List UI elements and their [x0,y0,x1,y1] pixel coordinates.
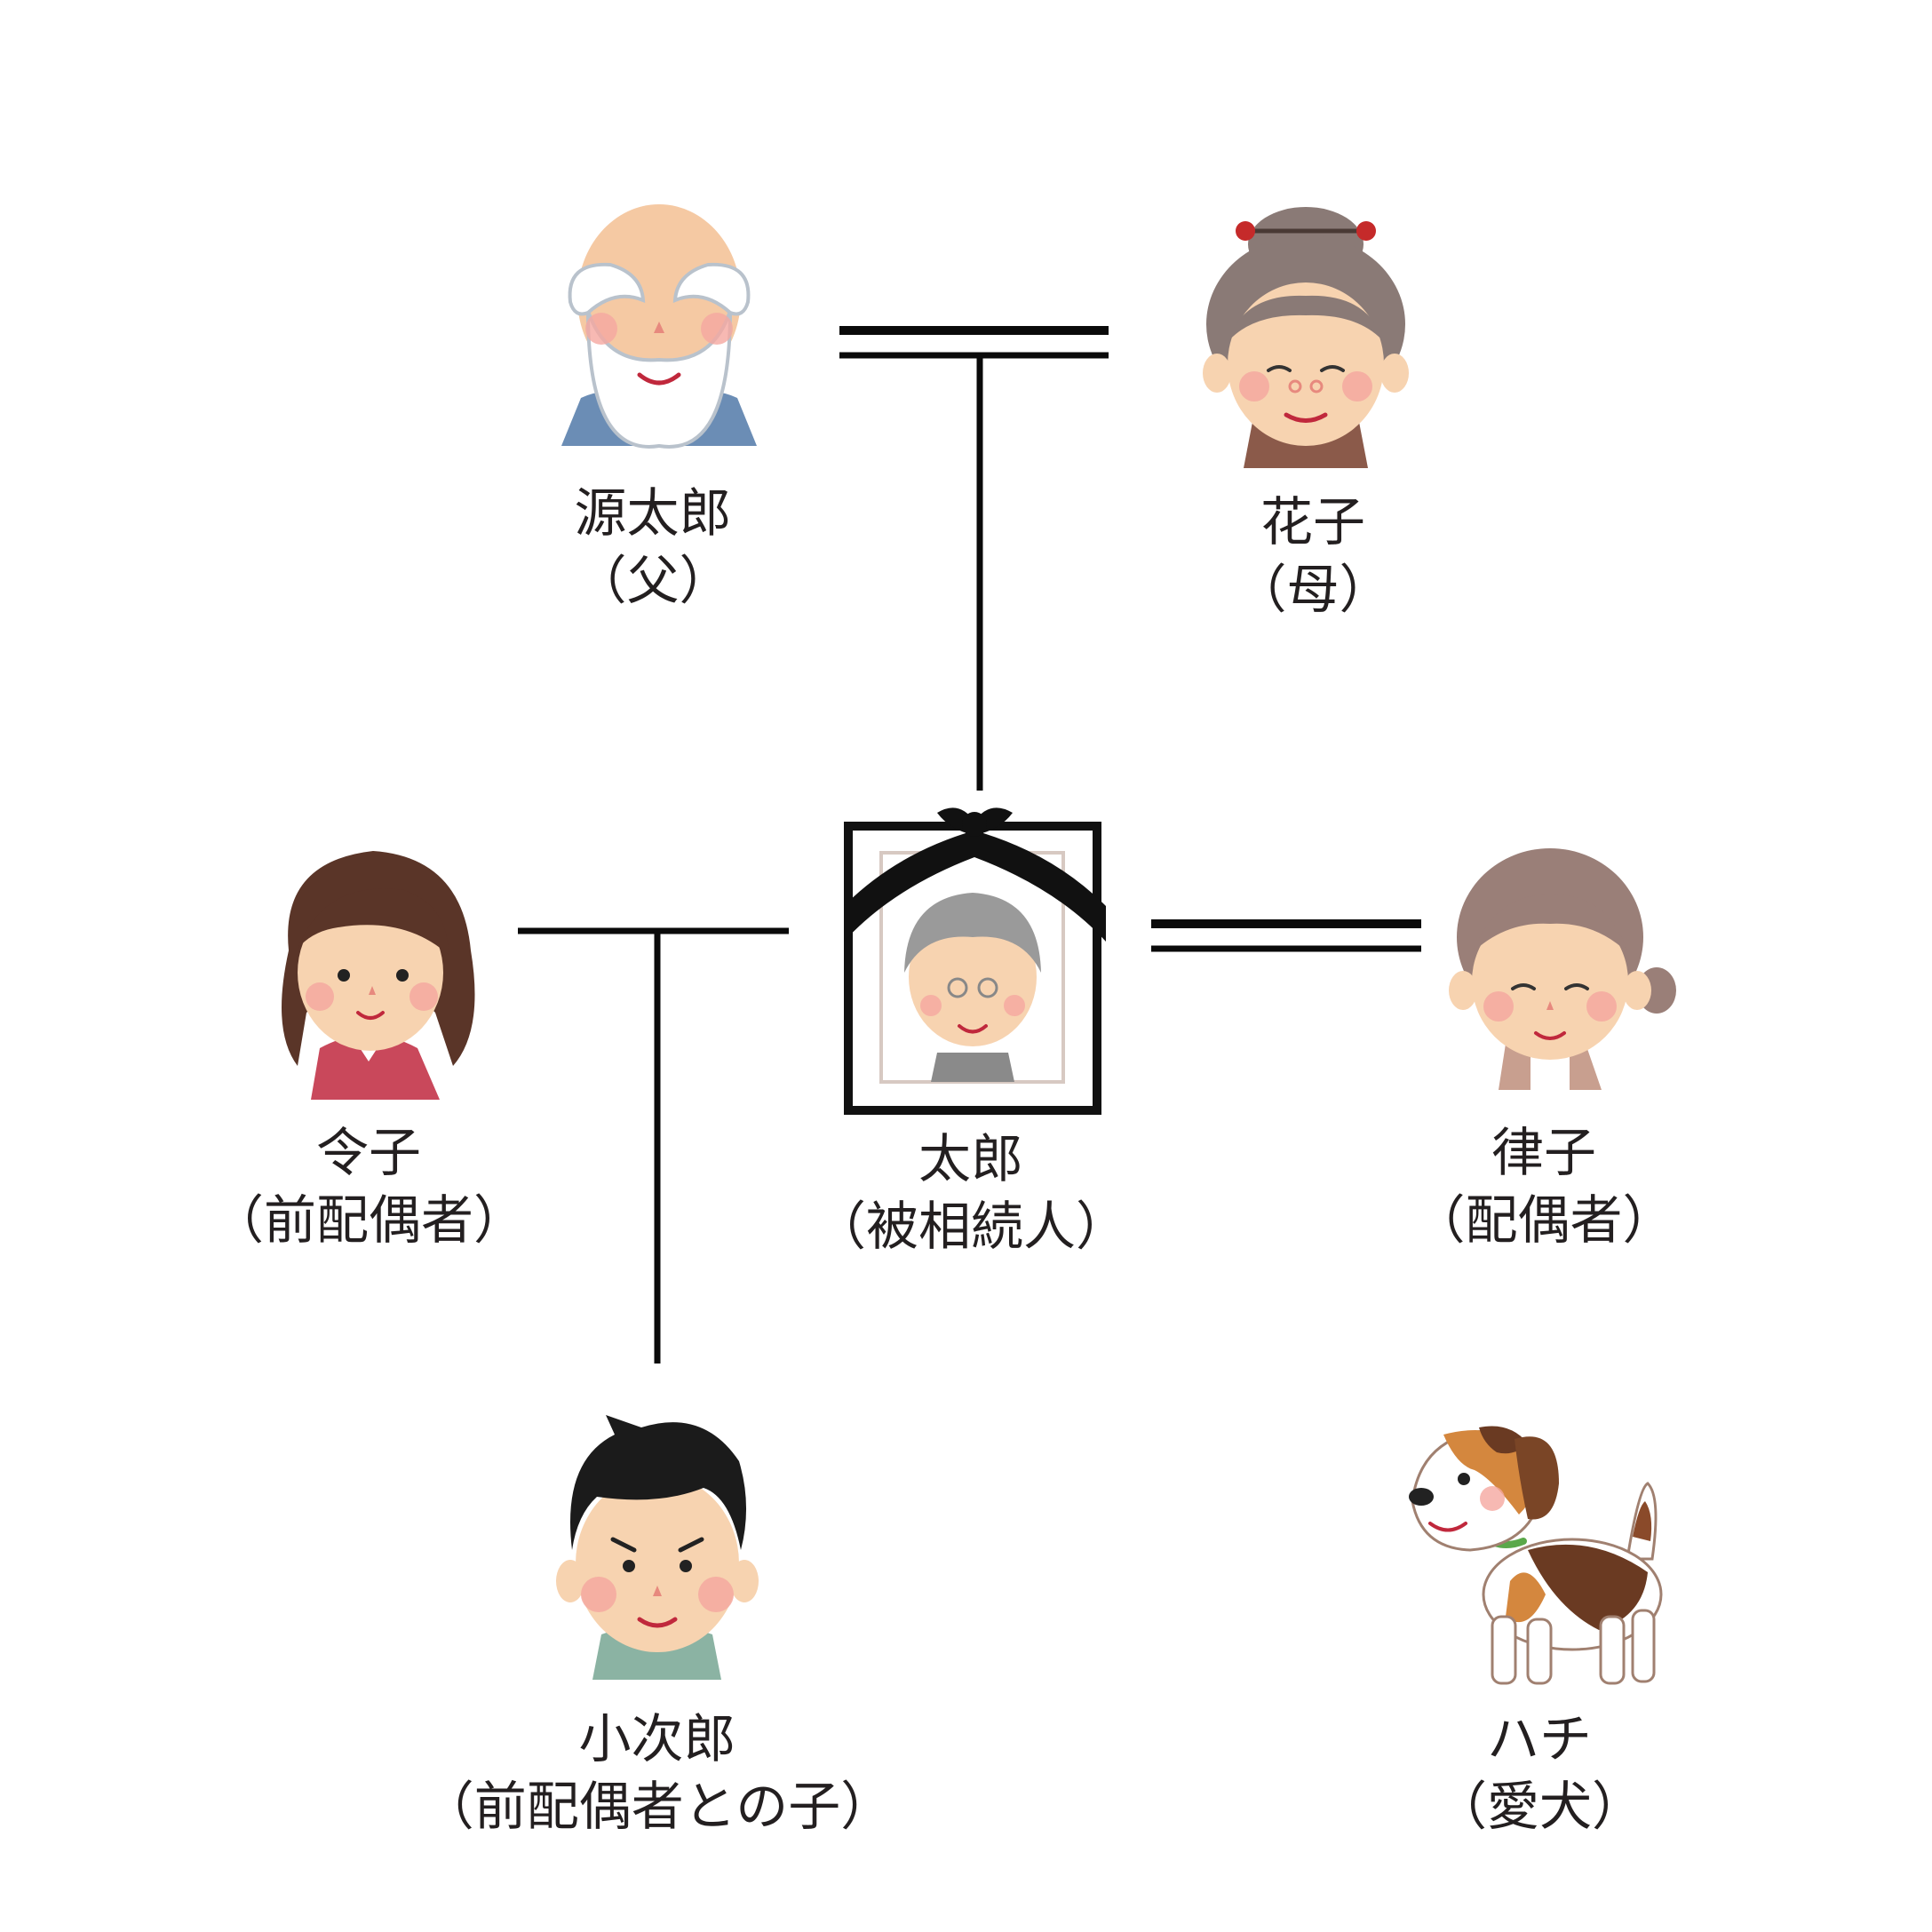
old-woman-gray-hair-icon [1449,848,1676,1090]
deceased-name-label: 太郎 [918,1128,1023,1189]
old-man-bald-beard-icon [561,204,757,449]
ex-spouse-name-label: 令子 [316,1122,421,1183]
child-relation-label: （前配偶者との子） [422,1776,893,1837]
deceased-relation-label: （被相続人） [814,1196,1128,1257]
father-name-label: 源太郎 [574,482,731,544]
spouse-name-label: 律子 [1491,1122,1596,1183]
mother-relation-label: （母） [1234,559,1391,620]
father-relation-label: （父） [574,550,731,611]
person-labels: 源太郎 （父） 花子 （母） 太郎 （被相続人） 令子 （前配偶者） 律子 （配… [211,482,1675,1837]
memorial-portrait-frame-icon [844,807,1106,1115]
woman-brown-hair-icon [282,851,475,1100]
child-name-label: 小次郎 [578,1708,735,1769]
spouse-relation-label: （配偶者） [1412,1189,1674,1251]
ex-spouse-relation-label: （前配偶者） [211,1189,526,1251]
mother-name-label: 花子 [1260,491,1365,553]
old-woman-hair-bun-icon [1203,207,1409,468]
dog-relation-label: （愛犬） [1435,1776,1644,1837]
connector-lines [518,326,1421,1364]
dog-name-label: ハチ [1487,1708,1592,1769]
beagle-dog-icon [1409,1426,1663,1685]
young-man-icon [556,1415,759,1680]
